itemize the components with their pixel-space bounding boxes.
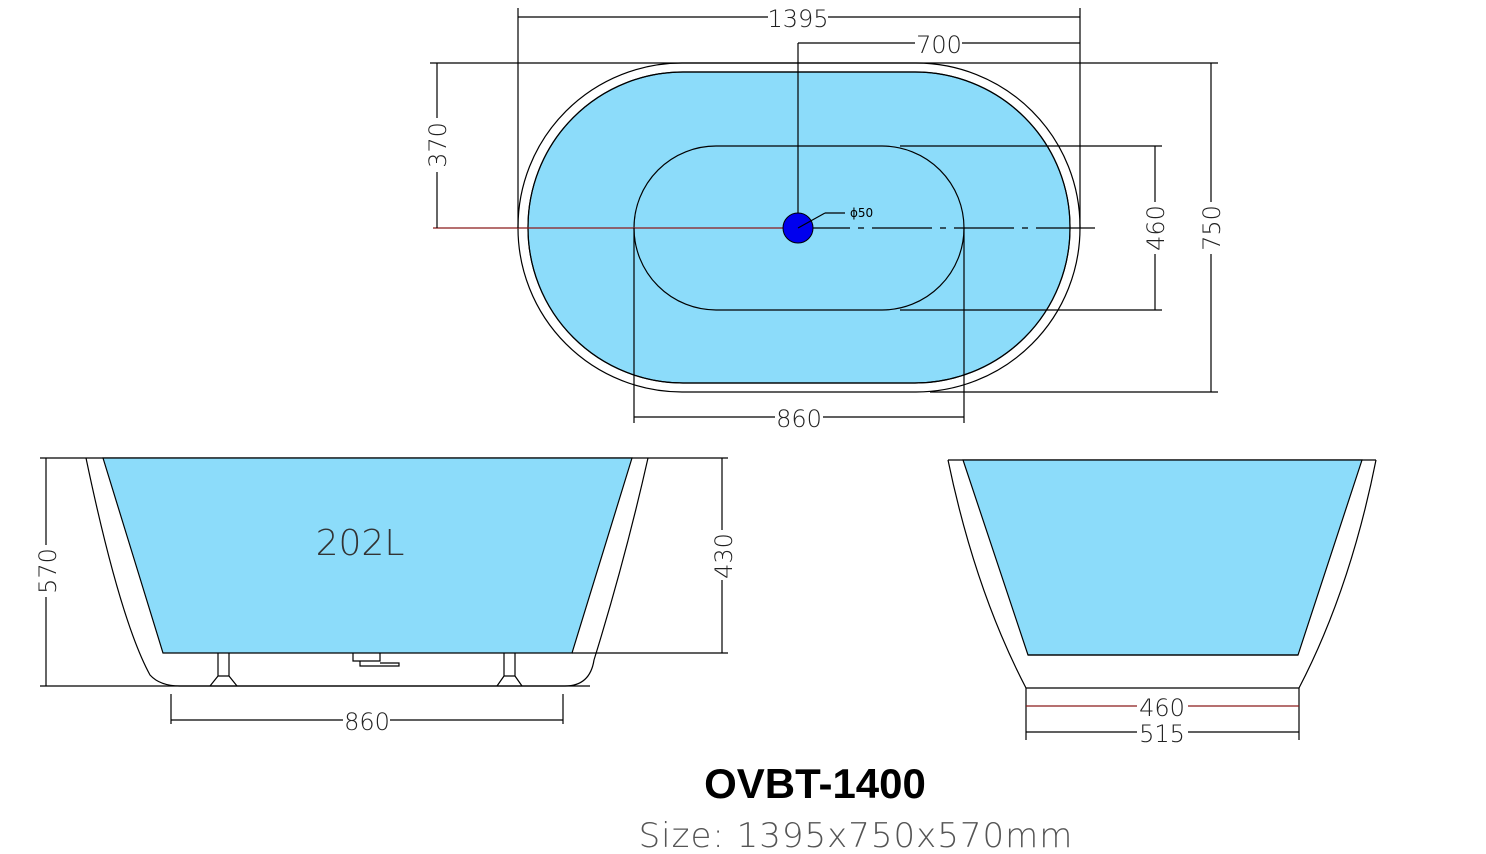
dim-length: 1395 — [767, 5, 828, 33]
end-water-area — [962, 459, 1363, 656]
dim-inner-width: 460 — [1142, 205, 1170, 251]
dim-inner-base: 460 — [1139, 694, 1185, 722]
dim-height: 570 — [34, 548, 62, 594]
drain-label: ϕ50 — [850, 206, 873, 220]
side-view: 202L 570 430 860 — [34, 457, 738, 736]
dim-depth: 430 — [710, 533, 738, 579]
dim-base-length: 860 — [344, 708, 390, 736]
end-view: 460 515 — [947, 459, 1377, 748]
dim-base: 515 — [1139, 720, 1185, 748]
dim-width: 750 — [1198, 205, 1226, 251]
top-view: 1395 700 370 460 750 860 ϕ50 — [424, 5, 1226, 433]
model-title: OVBT-1400 — [704, 760, 926, 807]
size-label: Size: 1395x750x570mm — [639, 816, 1074, 854]
dim-inner-length: 860 — [776, 405, 822, 433]
capacity-label: 202L — [316, 523, 405, 564]
dim-half-width: 370 — [424, 122, 452, 168]
dim-drain-offset: 700 — [916, 31, 962, 59]
